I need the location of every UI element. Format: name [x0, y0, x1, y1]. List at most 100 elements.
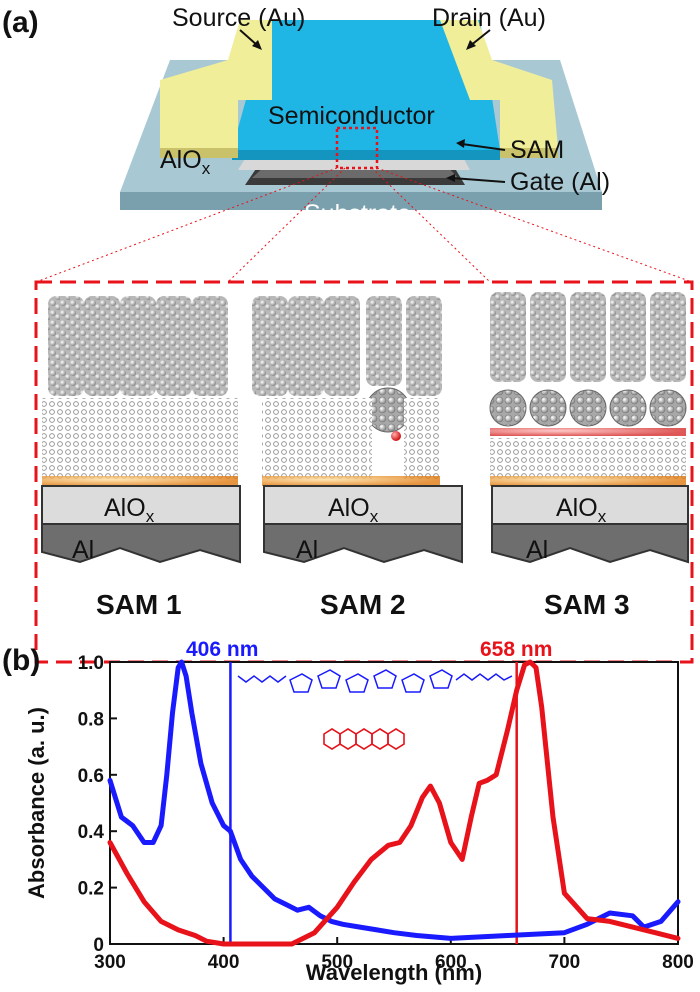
sam3-oxygen-row — [490, 428, 686, 436]
source-label: Source (Au) — [172, 4, 305, 32]
sam2-oxide-main: AlO — [328, 494, 370, 522]
sam3-fullerene — [609, 389, 647, 427]
y-axis-label: Absorbance (a. u.) — [24, 707, 49, 899]
sam3-fullerene — [649, 389, 687, 427]
sam2-fullerene — [365, 387, 411, 433]
sam2-oxide-sub: x — [370, 507, 379, 526]
gate-arrowhead — [446, 174, 455, 182]
zoom-line-mid-right — [371, 167, 491, 283]
sam1-oxide-main: AlO — [104, 494, 146, 522]
sam1-stack — [48, 296, 84, 396]
zoom-line-mid-left — [227, 167, 346, 283]
thiophene-ring — [289, 673, 313, 693]
sam1-metal — [41, 523, 241, 564]
sam3-stack — [530, 292, 566, 382]
sam3-stack — [490, 292, 526, 382]
series-line-1 — [107, 659, 681, 941]
y-tick-label: 0.8 — [78, 709, 104, 730]
sam1-oxide — [41, 485, 241, 525]
x-tick-label: 500 — [321, 952, 353, 973]
marker-658-label: 658 nm — [480, 638, 552, 661]
sam3-oxide-label: AlOx — [556, 494, 607, 526]
zoom-box — [335, 126, 379, 170]
thiophene-ring — [345, 673, 369, 693]
sam2-oxide — [263, 485, 463, 525]
alkyl-chain-left — [237, 675, 287, 683]
drain-arrowhead — [466, 40, 476, 50]
drain-electrode-front — [500, 148, 558, 158]
sam3-fullerene — [569, 389, 607, 427]
panel-a-label: (a) — [2, 6, 39, 39]
sam3-stack — [650, 292, 686, 382]
zoom-line-right — [376, 167, 693, 283]
sam2-stack — [288, 296, 324, 396]
sam-arrowhead — [456, 139, 465, 148]
marker-lines — [229, 662, 518, 944]
sam3-title: SAM 3 — [544, 589, 630, 620]
dielectric-label-main: AlO — [160, 146, 202, 174]
semiconductor-front — [232, 150, 500, 160]
x-tick-label: 800 — [662, 952, 694, 973]
sam3-stack — [570, 292, 606, 382]
sam3-fullerene — [489, 389, 527, 427]
sam2-chains — [262, 398, 372, 480]
drain-arrow — [469, 29, 491, 47]
sam1-stack — [192, 296, 228, 396]
series-line-2 — [107, 659, 681, 947]
sam2-stack — [252, 296, 288, 396]
series-layer — [107, 659, 681, 947]
thiophene-ring — [401, 673, 425, 693]
plot-frame — [109, 661, 679, 945]
sam1-metal-label: Al — [72, 536, 94, 564]
dielectric-label: AlOx — [160, 146, 211, 178]
x-axis-label: Wavelength (nm) — [306, 960, 482, 985]
sam3-oxide — [491, 485, 689, 525]
alkyl-chain-right — [455, 673, 513, 681]
sam2-stack — [324, 296, 360, 396]
dielectric-label-sub: x — [202, 159, 211, 178]
benzene-ring — [387, 728, 405, 750]
source-electrode-front — [160, 148, 238, 158]
y-tick-label: 0.6 — [78, 766, 104, 787]
sam2-illustration — [252, 296, 463, 564]
x-tick-label: 400 — [208, 952, 240, 973]
zoom-line-left — [35, 167, 338, 283]
sam1-anchor — [42, 476, 238, 486]
sam1-title: SAM 1 — [96, 589, 182, 620]
sam3-fullerene — [529, 389, 567, 427]
sam3-oxide-main: AlO — [556, 494, 598, 522]
sam1-oxide-sub: x — [146, 507, 155, 526]
semiconductor-label: Semiconductor — [268, 102, 435, 130]
marker-406-label: 406 nm — [186, 638, 258, 661]
sam2-stack — [406, 296, 442, 396]
sam2-stack — [366, 296, 402, 386]
substrate-label: Substrate — [304, 200, 411, 228]
thiophene-ring — [317, 669, 341, 689]
y-tick-label: 0.4 — [78, 822, 105, 843]
sam1-illustration — [41, 296, 241, 564]
drain-electrode — [440, 20, 558, 148]
x-tick-label: 300 — [94, 952, 126, 973]
y-tick-label: 1.0 — [78, 653, 104, 674]
sam2-metal-label: Al — [296, 536, 318, 564]
sam3-stack — [610, 292, 646, 382]
sam2-oxide-label: AlOx — [328, 494, 379, 526]
sam2-metal — [263, 523, 463, 564]
sam3-anchor — [490, 476, 686, 486]
semiconductor-layer — [232, 20, 500, 150]
x-tick-label: 700 — [549, 952, 581, 973]
sam1-stack — [120, 296, 156, 396]
source-arrowhead — [252, 40, 262, 50]
sam2-title: SAM 2 — [320, 589, 406, 620]
sam2-chains — [404, 398, 440, 480]
sam-arrow — [461, 143, 506, 151]
sam2-anchor — [262, 476, 440, 486]
sam1-oxide-label: AlOx — [104, 494, 155, 526]
drain-label: Drain (Au) — [432, 4, 546, 32]
sam3-oxide-sub: x — [598, 507, 607, 526]
gate-arrow — [451, 177, 506, 183]
gate-label: Gate (Al) — [510, 168, 610, 196]
